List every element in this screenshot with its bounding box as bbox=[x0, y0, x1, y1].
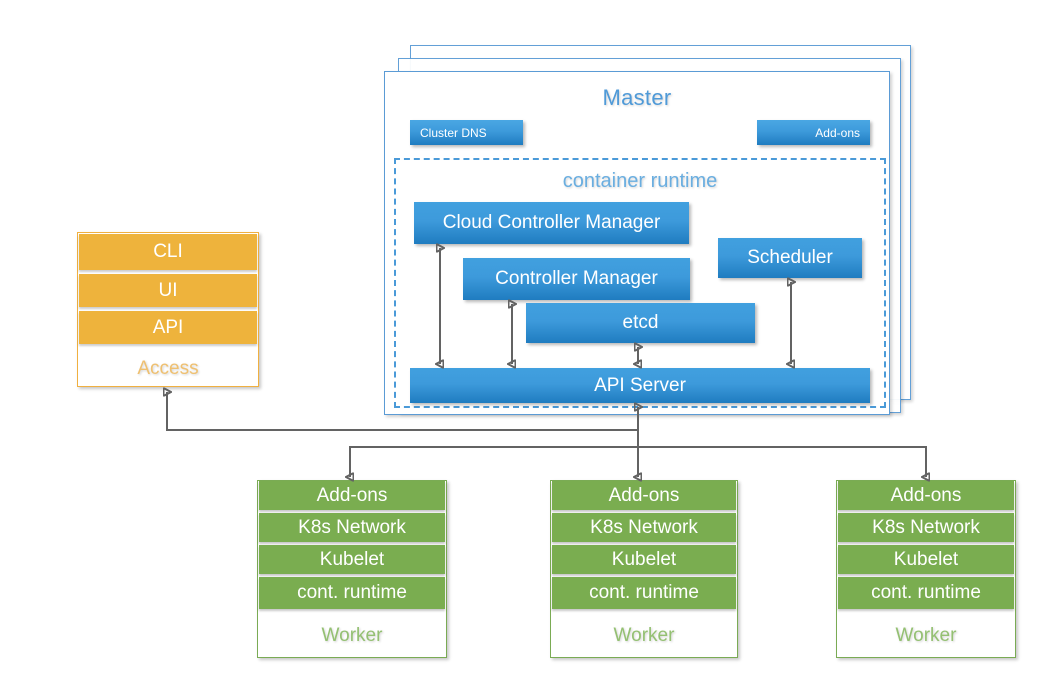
access-bar-cli[interactable]: CLI bbox=[79, 234, 257, 270]
scheduler-label: Scheduler bbox=[747, 247, 833, 268]
worker-1-bar-cont-runtime[interactable]: cont. runtime bbox=[259, 577, 445, 609]
master-addons-box[interactable]: Add-ons bbox=[757, 120, 870, 145]
worker-2-bar-k8s-network[interactable]: K8s Network bbox=[552, 513, 736, 542]
access-bar-ui[interactable]: UI bbox=[79, 274, 257, 307]
worker-1-bar-addons-label: Add-ons bbox=[316, 484, 388, 506]
worker-1-bar-kubelet-label: Kubelet bbox=[319, 548, 385, 570]
etcd-box[interactable]: etcd bbox=[526, 303, 755, 343]
worker-3-bar-addons-label: Add-ons bbox=[890, 484, 962, 506]
master-title: Master bbox=[602, 85, 672, 110]
worker-1-bar-k8s-network-label: K8s Network bbox=[298, 516, 406, 538]
cloud-controller-manager-box[interactable]: Cloud Controller Manager bbox=[414, 202, 689, 244]
worker-3-bar-kubelet[interactable]: Kubelet bbox=[838, 545, 1014, 574]
worker-2-bar-addons-label: Add-ons bbox=[608, 484, 680, 506]
cloud-controller-manager-label: Cloud Controller Manager bbox=[442, 212, 661, 233]
worker-2-label: Worker bbox=[613, 625, 675, 646]
etcd-label: etcd bbox=[622, 312, 659, 333]
controller-manager-box[interactable]: Controller Manager bbox=[463, 258, 690, 300]
worker-2-bar-kubelet-label: Kubelet bbox=[611, 548, 677, 570]
worker-3-bar-kubelet-label: Kubelet bbox=[893, 548, 959, 570]
worker-1-bar-cont-runtime-label: cont. runtime bbox=[297, 582, 407, 603]
worker-2-bar-k8s-network-label: K8s Network bbox=[590, 516, 698, 538]
worker-2-bar-cont-runtime-label: cont. runtime bbox=[589, 582, 699, 603]
api-server-label: API Server bbox=[594, 374, 686, 396]
worker-3-bar-k8s-network[interactable]: K8s Network bbox=[838, 513, 1014, 542]
worker-1-bar-addons[interactable]: Add-ons bbox=[259, 481, 445, 510]
scheduler-box[interactable]: Scheduler bbox=[718, 238, 862, 278]
worker-3-bar-k8s-network-label: K8s Network bbox=[872, 516, 980, 538]
worker-2-bar-addons[interactable]: Add-ons bbox=[552, 481, 736, 510]
master-addons-label: Add-ons bbox=[815, 125, 860, 140]
worker-3-bar-cont-runtime-label: cont. runtime bbox=[871, 582, 981, 603]
worker-1-label: Worker bbox=[321, 625, 383, 646]
access-bar-api[interactable]: API bbox=[79, 311, 257, 344]
api-server-box[interactable]: API Server bbox=[410, 368, 870, 403]
worker-3-bar-addons[interactable]: Add-ons bbox=[838, 481, 1014, 510]
worker-1-bar-kubelet[interactable]: Kubelet bbox=[259, 545, 445, 574]
arrow-apiserver-worker-3 bbox=[638, 446, 926, 477]
access-bar-cli-label: CLI bbox=[153, 241, 183, 262]
access-label: Access bbox=[137, 358, 199, 379]
controller-manager-label: Controller Manager bbox=[495, 268, 658, 289]
worker-2-bar-kubelet[interactable]: Kubelet bbox=[552, 545, 736, 574]
worker-1-bar-k8s-network[interactable]: K8s Network bbox=[259, 513, 445, 542]
worker-2-bar-cont-runtime[interactable]: cont. runtime bbox=[552, 577, 736, 609]
arrow-apiserver-worker-1 bbox=[350, 446, 638, 477]
worker-3-bar-cont-runtime[interactable]: cont. runtime bbox=[838, 577, 1014, 609]
access-bar-ui-label: UI bbox=[158, 279, 178, 301]
worker-3-label: Worker bbox=[895, 625, 957, 646]
access-bar-api-label: API bbox=[152, 316, 184, 338]
cluster-dns-label: Cluster DNS bbox=[420, 125, 487, 140]
container-runtime-title: container runtime bbox=[562, 170, 718, 192]
cluster-dns-box[interactable]: Cluster DNS bbox=[410, 120, 523, 145]
